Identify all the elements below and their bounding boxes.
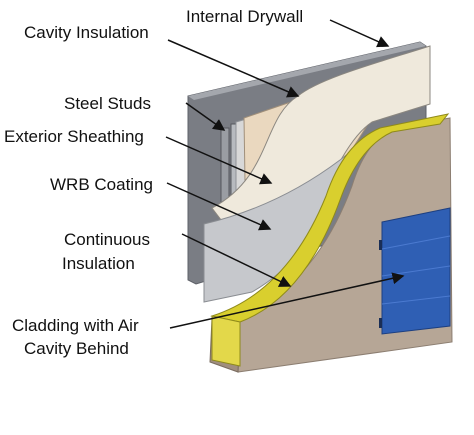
label-cavity-insulation: Cavity Insulation [24,23,149,42]
label-continuous-insulation-line1: Continuous [64,230,151,249]
label-internal-drywall: Internal Drywall [186,7,304,26]
arrow-cladding [169,272,405,329]
label-steel-studs: Steel Studs [64,94,151,113]
blue-cladding-panel [379,207,451,335]
label-exterior-sheathing: Exterior Sheathing [4,127,144,146]
arrow-continuous-insulation [181,233,292,287]
continuous-insulation-layer [210,113,450,323]
arrow-steel-studs [185,102,226,131]
arrow-cavity-insulation [167,39,300,98]
label-wrb-coating: WRB Coating [50,175,153,194]
label-continuous-insulation-line2: Insulation [62,254,135,273]
arrow-wrb-coating [166,182,272,231]
label-cladding-line1: Cladding with Air [12,316,139,335]
label-cladding-line2: Cavity Behind [24,339,129,358]
arrow-internal-drywall [329,19,390,48]
leader-arrows [165,19,405,329]
arrow-exterior-sheathing [165,136,273,185]
